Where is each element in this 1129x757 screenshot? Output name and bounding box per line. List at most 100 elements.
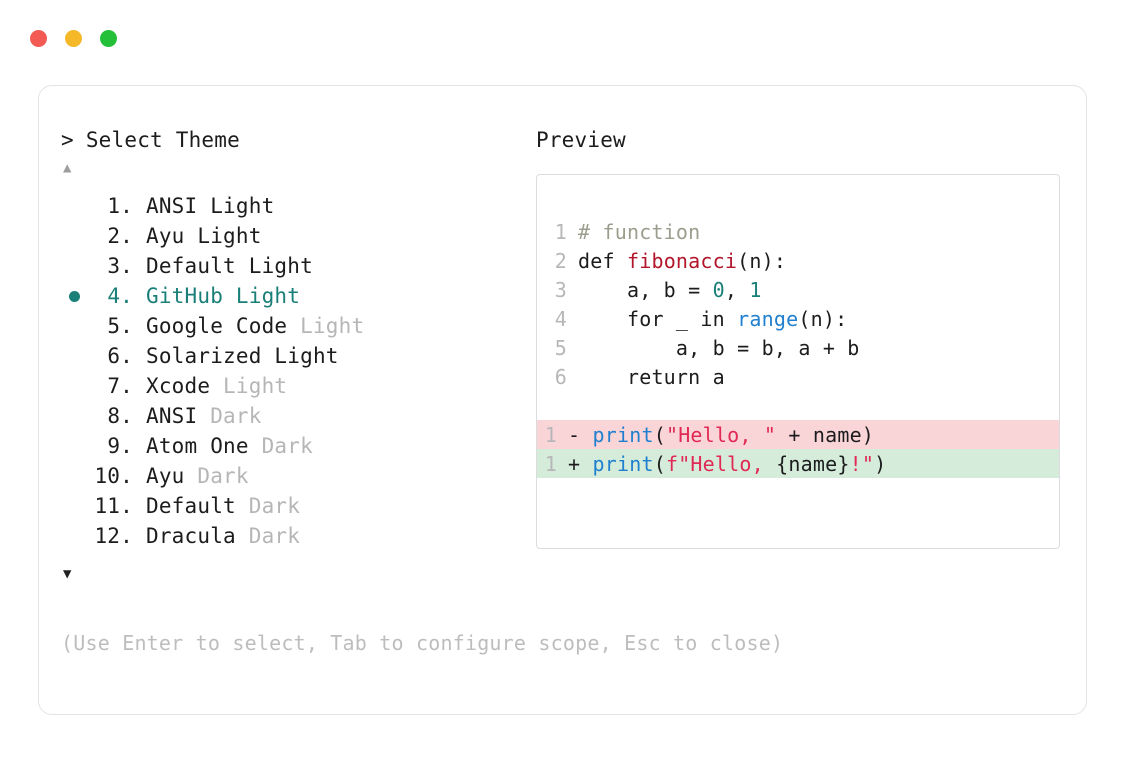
theme-item-mode: Dark [184, 464, 249, 488]
theme-item-index: 12. [94, 524, 133, 548]
theme-item-name: Atom One [146, 434, 249, 458]
theme-item-mode: Light [261, 344, 339, 368]
theme-item-name: Xcode [146, 374, 211, 398]
code-token: (n): [737, 248, 787, 273]
theme-item-mode: Dark [248, 434, 313, 458]
theme-item-index: 6. [107, 344, 133, 368]
diff-line-add: 1+ print(f"Hello, {name}!") [537, 449, 1059, 478]
theme-item-index: 2. [107, 224, 133, 248]
theme-list-item[interactable]: 8.ANSI Dark [61, 401, 531, 431]
minimize-window-button[interactable] [65, 30, 82, 47]
theme-item-mode: Dark [197, 404, 262, 428]
theme-item-name: Ayu [146, 224, 185, 248]
theme-list-item[interactable]: 10. Ayu Dark [61, 461, 531, 491]
code-token: {name} [776, 451, 850, 476]
theme-list-item[interactable]: 2. Ayu Light [61, 221, 531, 251]
diff-sign: + [568, 451, 593, 476]
line-number: 5 [554, 335, 567, 360]
line-number: 6 [554, 364, 567, 389]
code-line: 3 a, b = 0, 1 [537, 275, 1059, 304]
code-line-content: def fibonacci(n): [578, 249, 786, 273]
theme-item-name: Dracula [146, 524, 236, 548]
diff-block: 1- print("Hello, " + name)1+ print(f"Hel… [537, 420, 1059, 478]
theme-item-index: 5. [107, 314, 133, 338]
theme-item-index: 7. [107, 374, 133, 398]
scroll-up-icon[interactable]: ▲ [63, 160, 72, 176]
theme-item-index: 4. [107, 284, 133, 308]
line-number: 2 [554, 248, 567, 273]
code-token: return a [578, 364, 725, 389]
code-token: a, b = b, a + b [578, 335, 860, 360]
diff-sign: - [568, 422, 593, 447]
code-token: 1 [749, 277, 762, 302]
code-line: 1 # function [537, 217, 1059, 246]
code-line-content: for _ in range(n): [578, 307, 847, 331]
code-token: , [724, 277, 750, 302]
diff-line-content: print("Hello, " + name) [592, 423, 874, 447]
theme-item-mode: Dark [235, 494, 301, 518]
theme-picker-panel: > Select Theme ▲ 1.ANSI Light 2. Ayu Light… [61, 128, 531, 585]
line-number: 1 [554, 219, 567, 244]
page-title: Select Theme [85, 128, 240, 152]
code-token: fibonacci [626, 248, 738, 273]
theme-item-index: 10. [94, 464, 133, 488]
theme-item-mode: Light [235, 254, 313, 278]
theme-list-item[interactable]: 5.Google Code Light [61, 311, 531, 341]
code-token: ) [874, 451, 887, 476]
theme-item-mode: Light [184, 224, 262, 248]
code-line: 6 return a [537, 362, 1059, 391]
code-token: f"Hello, [665, 451, 777, 476]
theme-list-item[interactable]: 6. Solarized Light [61, 341, 531, 371]
diff-line-content: print(f"Hello, {name}!") [592, 452, 886, 476]
code-token: + name) [776, 422, 875, 447]
code-token: # function [578, 219, 701, 244]
theme-list-item[interactable]: 1.ANSI Light [61, 191, 531, 221]
theme-picker-card: > Select Theme ▲ 1.ANSI Light 2. Ayu Light… [38, 85, 1087, 715]
theme-item-name: GitHub [146, 284, 224, 308]
theme-item-index: 11. [94, 494, 133, 518]
code-spacer [537, 391, 1059, 420]
code-token: ( [653, 422, 666, 447]
theme-list-item[interactable]: 12. Dracula Dark [61, 521, 531, 551]
window-titlebar [30, 30, 117, 47]
close-window-button[interactable] [30, 30, 47, 47]
theme-item-index: 3. [107, 254, 133, 278]
line-number: 3 [554, 277, 567, 302]
code-token: print [592, 422, 654, 447]
theme-list-item[interactable]: 4. GitHub Light [61, 281, 531, 311]
theme-item-mode: Light [223, 284, 301, 308]
theme-list-item[interactable]: 3. Default Light [61, 251, 531, 281]
code-token: "Hello, " [665, 422, 777, 447]
theme-item-name: Google Code [146, 314, 288, 338]
selection-bullet-cell [61, 290, 87, 302]
code-token: def [578, 248, 627, 273]
prompt-caret-icon: > [61, 128, 74, 152]
theme-item-name: Solarized [146, 344, 262, 368]
code-token: a, b = [578, 277, 713, 302]
theme-list-item[interactable]: 11. Default Dark [61, 491, 531, 521]
theme-item-mode: Light [210, 374, 288, 398]
code-token: for _ in [578, 306, 738, 331]
code-line-content: # function [578, 220, 700, 244]
theme-item-mode: Dark [235, 524, 301, 548]
code-token: (n): [798, 306, 848, 331]
theme-item-mode: Light [197, 194, 275, 218]
theme-item-name: Default [146, 494, 236, 518]
code-line-content: return a [578, 365, 725, 389]
theme-list-item[interactable]: 9.Atom One Dark [61, 431, 531, 461]
code-line: 4 for _ in range(n): [537, 304, 1059, 333]
theme-item-name: Default [146, 254, 236, 278]
code-token: 0 [712, 277, 725, 302]
code-token: range [737, 306, 799, 331]
theme-item-name: Ayu [146, 464, 185, 488]
code-token: ( [653, 451, 666, 476]
scroll-down-icon[interactable]: ▼ [63, 566, 72, 582]
code-line-content: a, b = 0, 1 [578, 278, 762, 302]
theme-item-name: ANSI [146, 404, 198, 428]
diff-line-del: 1- print("Hello, " + name) [537, 420, 1059, 449]
theme-list-item[interactable]: 7. Xcode Light [61, 371, 531, 401]
prompt-line: > Select Theme [61, 128, 531, 152]
maximize-window-button[interactable] [100, 30, 117, 47]
